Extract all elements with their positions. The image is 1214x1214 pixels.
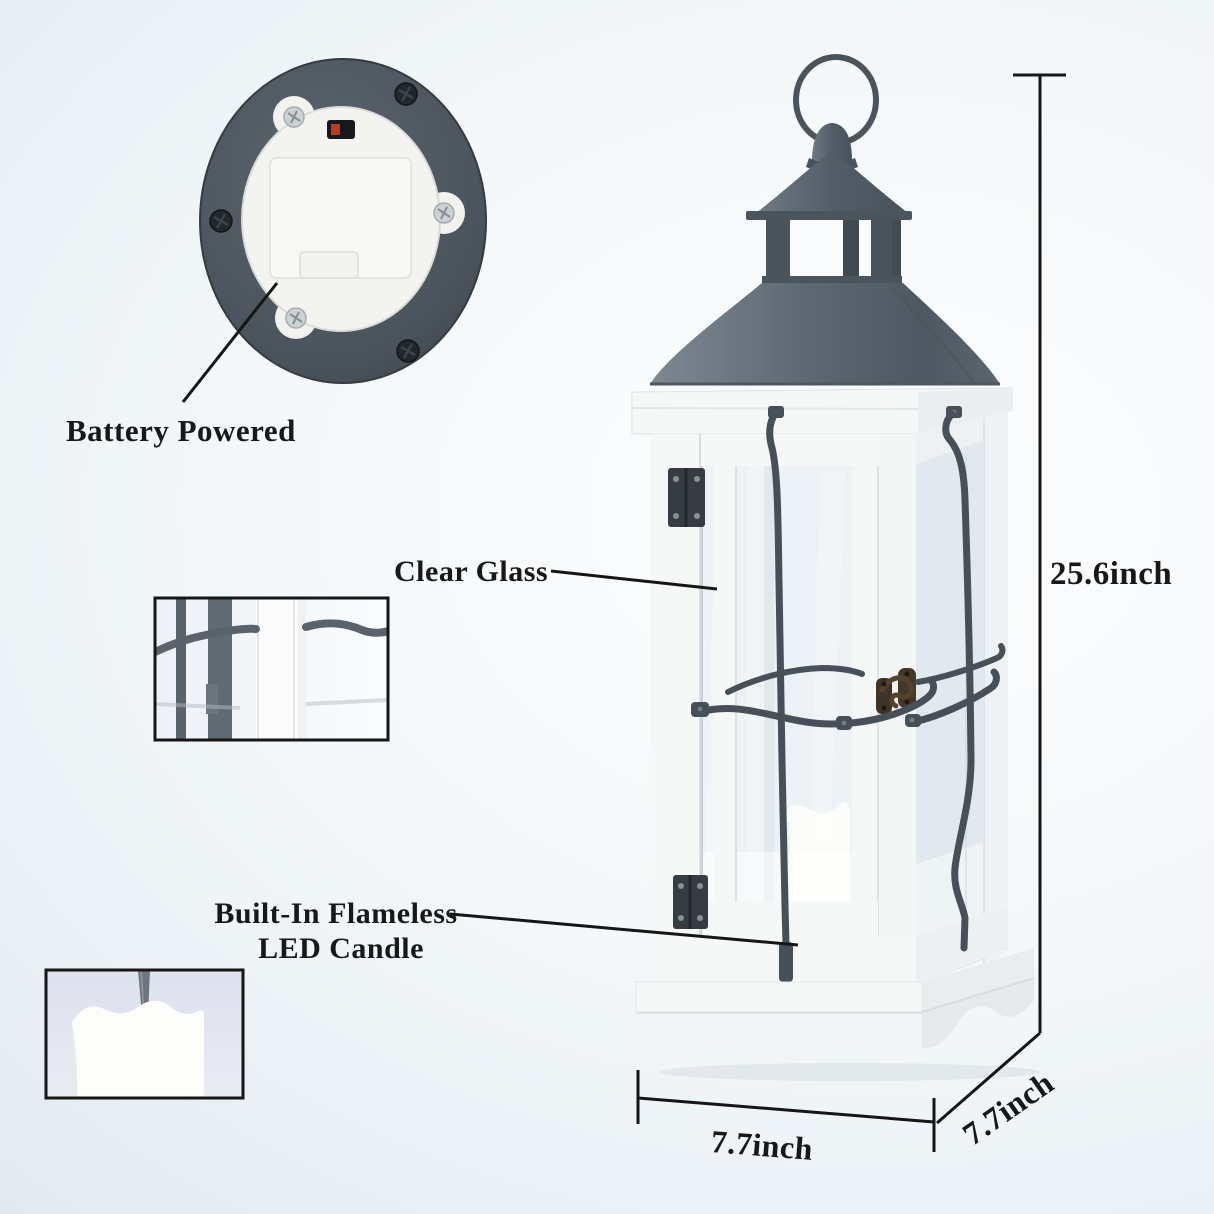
handle-rod-left — [766, 406, 793, 982]
candle-detail-inset — [44, 968, 245, 1100]
handle-band-upper — [725, 643, 1006, 695]
callout-led-candle: Built-In Flameless LED Candle — [214, 897, 799, 965]
led-candle-label-line2: LED Candle — [258, 932, 424, 965]
door-hinge-top — [668, 468, 705, 527]
glass-detail-inset — [153, 596, 390, 742]
main-roof — [650, 283, 1000, 386]
height-dimension: 25.6inch — [1013, 73, 1172, 1033]
dimension-line — [936, 1031, 1041, 1125]
depth-dimension: 7.7inch — [936, 1031, 1060, 1152]
door-hinge-bottom — [673, 875, 708, 929]
battery-compartment-inset — [199, 58, 487, 384]
lantern-base — [635, 948, 1040, 1081]
handle-band-lower — [691, 668, 1000, 730]
dimension-line — [637, 1096, 935, 1124]
glass-reflection — [810, 470, 846, 840]
cupola-roof — [746, 150, 912, 220]
battery-door-tab — [299, 251, 359, 279]
callout-line-led-candle — [449, 912, 799, 947]
rear-post-through-glass — [746, 440, 764, 938]
door-latch — [876, 668, 916, 714]
silver-screw — [433, 202, 455, 224]
power-switch — [327, 120, 355, 139]
black-screw — [209, 209, 233, 233]
callout-line-battery — [181, 282, 279, 403]
callout-line-clear-glass — [550, 569, 718, 591]
rear-post-shadow — [764, 440, 774, 938]
black-screw — [396, 339, 420, 363]
black-screw — [394, 82, 418, 106]
width-dimension: 7.7inch — [636, 1070, 936, 1167]
width-value: 7.7inch — [710, 1123, 815, 1167]
silver-screw — [285, 307, 307, 329]
callout-clear-glass: Clear Glass — [394, 555, 718, 591]
led-candle-label-line1: Built-In Flameless — [214, 897, 457, 930]
height-value: 25.6inch — [1050, 556, 1172, 592]
clear-glass-label: Clear Glass — [394, 555, 548, 588]
silver-screw — [283, 106, 305, 128]
lantern-illustration — [631, 54, 1040, 1081]
cupola — [762, 220, 902, 285]
callout-battery: Battery Powered — [66, 282, 296, 448]
battery-powered-label: Battery Powered — [66, 413, 296, 448]
handle-rod-right — [942, 406, 975, 952]
